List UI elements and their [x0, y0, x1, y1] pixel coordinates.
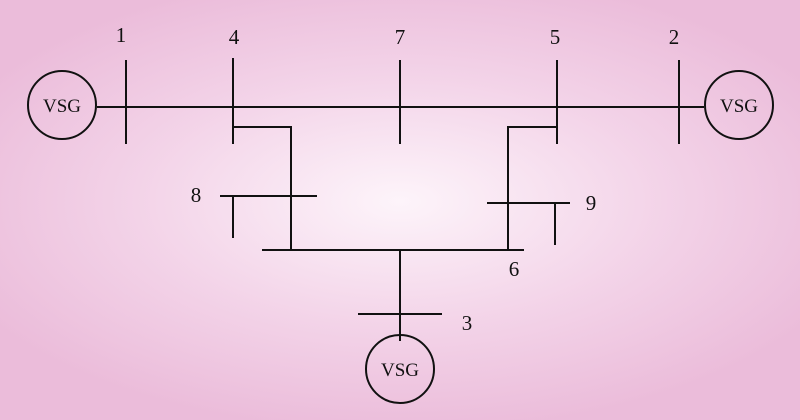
bus-label-8: 8	[191, 183, 202, 207]
generator-label: VSG	[381, 360, 419, 381]
generator-label: VSG	[43, 96, 81, 117]
bus-label-3: 3	[462, 311, 473, 335]
generator-bus-2: VSG	[704, 70, 774, 140]
branch-4-to-6	[233, 126, 292, 250]
bus-label-7: 7	[395, 25, 406, 49]
generator-bus-3: VSG	[365, 334, 435, 404]
generator-bus-1: VSG	[27, 70, 97, 140]
bus-label-5: 5	[550, 25, 561, 49]
bus-label-6: 6	[509, 257, 520, 281]
branch-5-to-6	[507, 126, 557, 250]
generator-label: VSG	[720, 96, 758, 117]
generator-circle	[27, 70, 97, 140]
bus-label-1: 1	[116, 23, 127, 47]
generator-circle	[365, 334, 435, 404]
bus-label-9: 9	[586, 191, 597, 215]
bus-label-4: 4	[229, 25, 240, 49]
bus-label-2: 2	[669, 25, 680, 49]
generator-circle	[704, 70, 774, 140]
